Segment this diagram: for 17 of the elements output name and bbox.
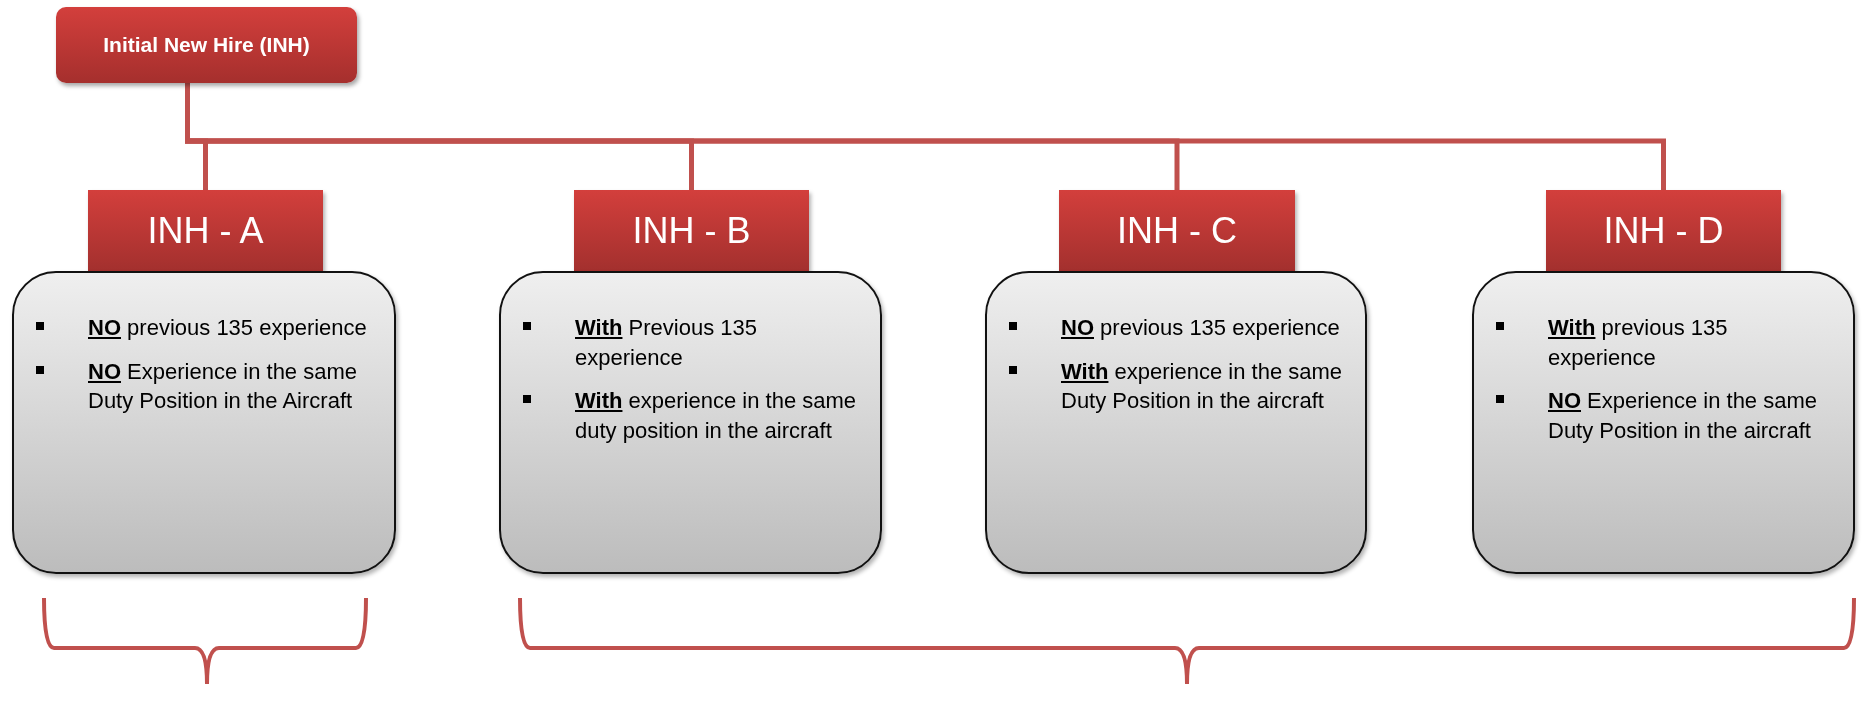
category-header: INH - D [1546, 190, 1781, 271]
bullet-text: NO Experience in the same Duty Position in the Aircraft [88, 357, 359, 416]
bullet-text: NO previous 135 experience [1061, 314, 1340, 342]
bullet-text: With experience in the same duty position in the aircraft [575, 387, 858, 446]
root-box: Initial New Hire (INH) [56, 7, 357, 83]
category-header: INH - B [574, 190, 809, 271]
bullet-text: NO Experience in the same Duty Position in the aircraft [1548, 387, 1819, 446]
bullet-text: With Previous 135 experience [575, 314, 758, 372]
bullet-text: NO previous 135 experience [88, 314, 367, 342]
criteria-card [1472, 271, 1855, 574]
criteria-card [499, 271, 882, 574]
criteria-card [985, 271, 1367, 574]
bullet-text: With experience in the same Duty Position in the aircraft [1061, 357, 1344, 416]
criteria-card [12, 271, 396, 574]
bullet-text: With previous 135 experience [1548, 314, 1729, 372]
category-header: INH - C [1059, 190, 1295, 271]
category-header: INH - A [88, 190, 323, 271]
